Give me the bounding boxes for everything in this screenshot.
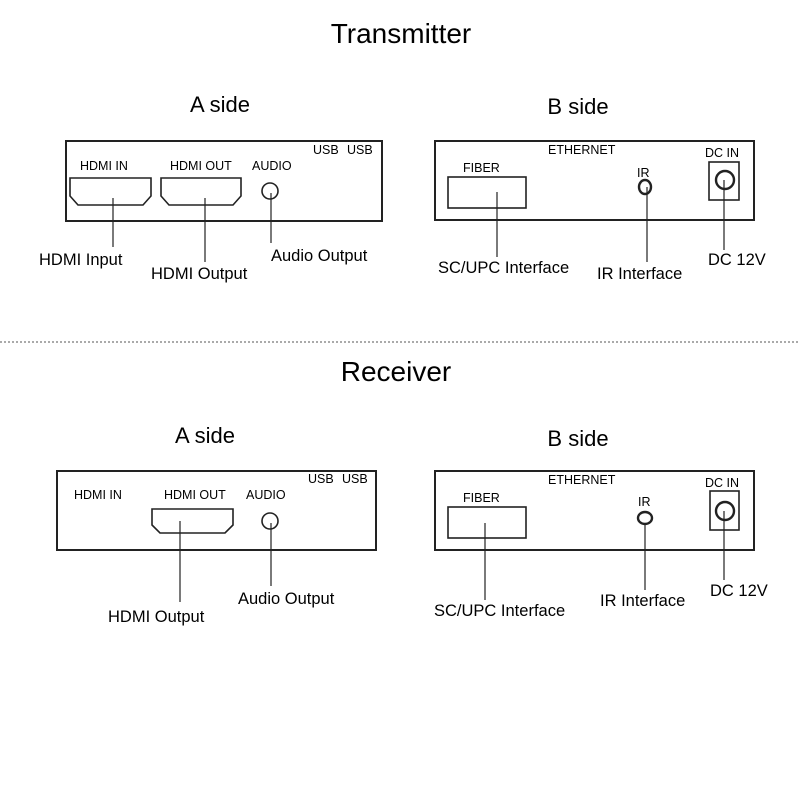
rx-ethernet-label: ETHERNET bbox=[548, 473, 616, 487]
tx-ir-sensor bbox=[637, 178, 653, 196]
tx-a-side-panel bbox=[65, 140, 383, 222]
rx-b-side-panel bbox=[434, 470, 755, 551]
tx-callout-audio-output: Audio Output bbox=[271, 247, 368, 265]
rx-ir-label: IR bbox=[638, 495, 651, 509]
rx-fiber-port bbox=[447, 506, 527, 539]
tx-audio-jack bbox=[261, 182, 279, 200]
tx-callout-sc-upc: SC/UPC Interface bbox=[438, 259, 569, 277]
tx-dc-in-label: DC IN bbox=[705, 146, 739, 160]
transmitter-title: Transmitter bbox=[331, 18, 472, 49]
tx-ir-label: IR bbox=[637, 166, 650, 180]
tx-callout-hdmi-output: HDMI Output bbox=[151, 265, 248, 283]
rx-audio-jack bbox=[261, 512, 279, 530]
tx-callout-dc-12v: DC 12V bbox=[708, 251, 766, 269]
tx-dc-in-jack bbox=[714, 169, 736, 191]
rx-callout-hdmi-output: HDMI Output bbox=[108, 608, 205, 626]
rx-hdmi-out-label: HDMI OUT bbox=[164, 488, 226, 502]
rx-dc-in-label: DC IN bbox=[705, 476, 739, 490]
rx-fiber-label: FIBER bbox=[463, 491, 500, 505]
tx-usb-label-2: USB bbox=[347, 143, 373, 157]
tx-hdmi-out-label: HDMI OUT bbox=[170, 159, 232, 173]
rx-audio-label: AUDIO bbox=[246, 488, 286, 502]
tx-b-side-panel bbox=[434, 140, 755, 221]
rx-ir-sensor bbox=[636, 510, 654, 526]
rx-a-side-heading: A side bbox=[175, 423, 235, 448]
rx-hdmi-in-label: HDMI IN bbox=[74, 488, 122, 502]
rx-callout-ir-interface: IR Interface bbox=[600, 592, 685, 610]
tx-fiber-label: FIBER bbox=[463, 161, 500, 175]
tx-hdmi-out-port bbox=[160, 177, 242, 206]
tx-fiber-port bbox=[447, 176, 527, 209]
rx-usb-label-2: USB bbox=[342, 472, 368, 486]
receiver-title: Receiver bbox=[341, 356, 451, 387]
tx-b-side-heading: B side bbox=[547, 94, 608, 119]
rx-hdmi-out-port bbox=[151, 508, 234, 534]
rx-b-side-heading: B side bbox=[547, 426, 608, 451]
rx-callout-sc-upc: SC/UPC Interface bbox=[434, 602, 565, 620]
rx-dc-in-jack bbox=[714, 500, 736, 522]
tx-usb-label-1: USB bbox=[313, 143, 339, 157]
rx-usb-label-1: USB bbox=[308, 472, 334, 486]
rx-callout-dc-12v: DC 12V bbox=[710, 582, 768, 600]
tx-ethernet-label: ETHERNET bbox=[548, 143, 616, 157]
rx-a-side-panel bbox=[56, 470, 377, 551]
tx-a-side-heading: A side bbox=[190, 92, 250, 117]
tx-hdmi-in-label: HDMI IN bbox=[80, 159, 128, 173]
tx-callout-ir-interface: IR Interface bbox=[597, 265, 682, 283]
rx-callout-audio-output: Audio Output bbox=[238, 590, 335, 608]
tx-callout-hdmi-input: HDMI Input bbox=[39, 251, 123, 269]
tx-hdmi-in-port bbox=[69, 177, 152, 206]
tx-audio-label: AUDIO bbox=[252, 159, 292, 173]
